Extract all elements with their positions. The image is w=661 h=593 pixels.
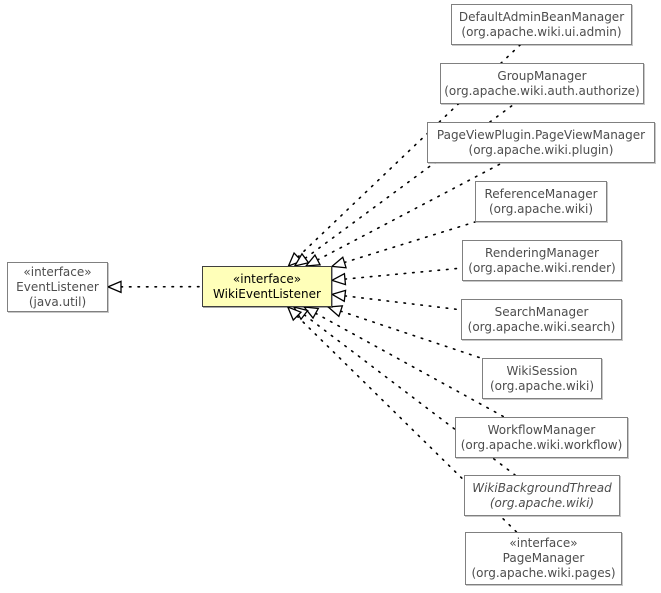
class-name: WorkflowManager [487,422,596,437]
class-package: (org.apache.wiki) [489,495,595,510]
realization-arrowhead [326,305,344,318]
class-name: WikiEventListener [213,286,321,301]
class-package: (org.apache.wiki.ui.admin) [461,24,622,39]
class-name: WikiBackgroundThread [472,480,612,495]
realization-edge [343,221,476,264]
class-package: (org.apache.wiki.auth.authorize) [444,83,640,98]
realization-edge [344,267,463,280]
class-name: GroupManager [497,68,587,83]
class-name: WikiSession [506,363,578,378]
class-name: PageManager [502,551,585,565]
class-node-search-manager[interactable]: SearchManager(org.apache.wiki.search) [461,299,622,340]
class-node-page-manager[interactable]: «interface»PageManager(org.apache.wiki.p… [465,532,622,585]
class-name: EventListener [16,279,99,294]
class-package: (org.apache.wiki) [488,201,593,216]
realization-edge [339,310,483,360]
class-node-page-view-manager[interactable]: PageViewPlugin.PageViewManager(org.apach… [427,122,655,163]
class-node-workflow-manager[interactable]: WorkflowManager(org.apache.wiki.workflow… [455,417,628,458]
realization-arrowhead [330,272,347,286]
class-node-wiki-event-listener[interactable]: «interface»WikiEventListener [202,266,332,307]
class-package: (org.apache.wiki.workflow) [460,437,623,452]
class-package: (org.apache.wiki.search) [467,319,616,334]
class-package: (org.apache.wiki.plugin) [468,142,614,157]
realization-arrowhead [106,280,122,294]
class-name: RenderingManager [485,245,599,260]
realization-arrowhead [304,253,322,267]
realization-edge [316,162,503,261]
class-node-reference-manager[interactable]: ReferenceManager(org.apache.wiki) [475,181,607,222]
class-name: PageViewPlugin.PageViewManager [436,127,646,142]
class-name: SearchManager [494,304,589,319]
class-node-group-manager[interactable]: GroupManager(org.apache.wiki.auth.author… [440,63,644,104]
realization-edge [304,103,516,260]
class-package: (org.apache.wiki.pages) [471,566,616,580]
class-package: (org.apache.wiki) [489,378,594,393]
class-stereotype: «interface» [509,536,578,550]
class-node-event-listener[interactable]: «interface»EventListener(java.util) [7,262,108,312]
class-node-rendering-manager[interactable]: RenderingManager(org.apache.wiki.render) [462,240,622,281]
class-node-default-admin-bean-manager[interactable]: DefaultAdminBeanManager(org.apache.wiki.… [451,4,632,45]
class-package: (org.apache.wiki.render) [468,260,616,275]
realization-edge [344,295,462,311]
class-name: ReferenceManager [484,186,598,201]
class-node-wiki-session[interactable]: WikiSession(org.apache.wiki) [482,358,602,399]
realization-arrowhead [330,289,347,303]
class-name: DefaultAdminBeanManager [458,9,625,24]
realization-edge [314,312,506,418]
realization-arrowhead [287,251,303,268]
realization-arrowhead [330,256,347,269]
class-stereotype: «interface» [232,271,302,286]
realization-arrowhead [286,305,303,322]
class-node-wiki-background-thread[interactable]: WikiBackgroundThread(org.apache.wiki) [464,475,620,516]
realization-arrowhead [302,306,320,320]
class-package: (java.util) [28,294,87,309]
class-stereotype: «interface» [23,264,92,279]
realization-arrowhead [293,252,310,267]
